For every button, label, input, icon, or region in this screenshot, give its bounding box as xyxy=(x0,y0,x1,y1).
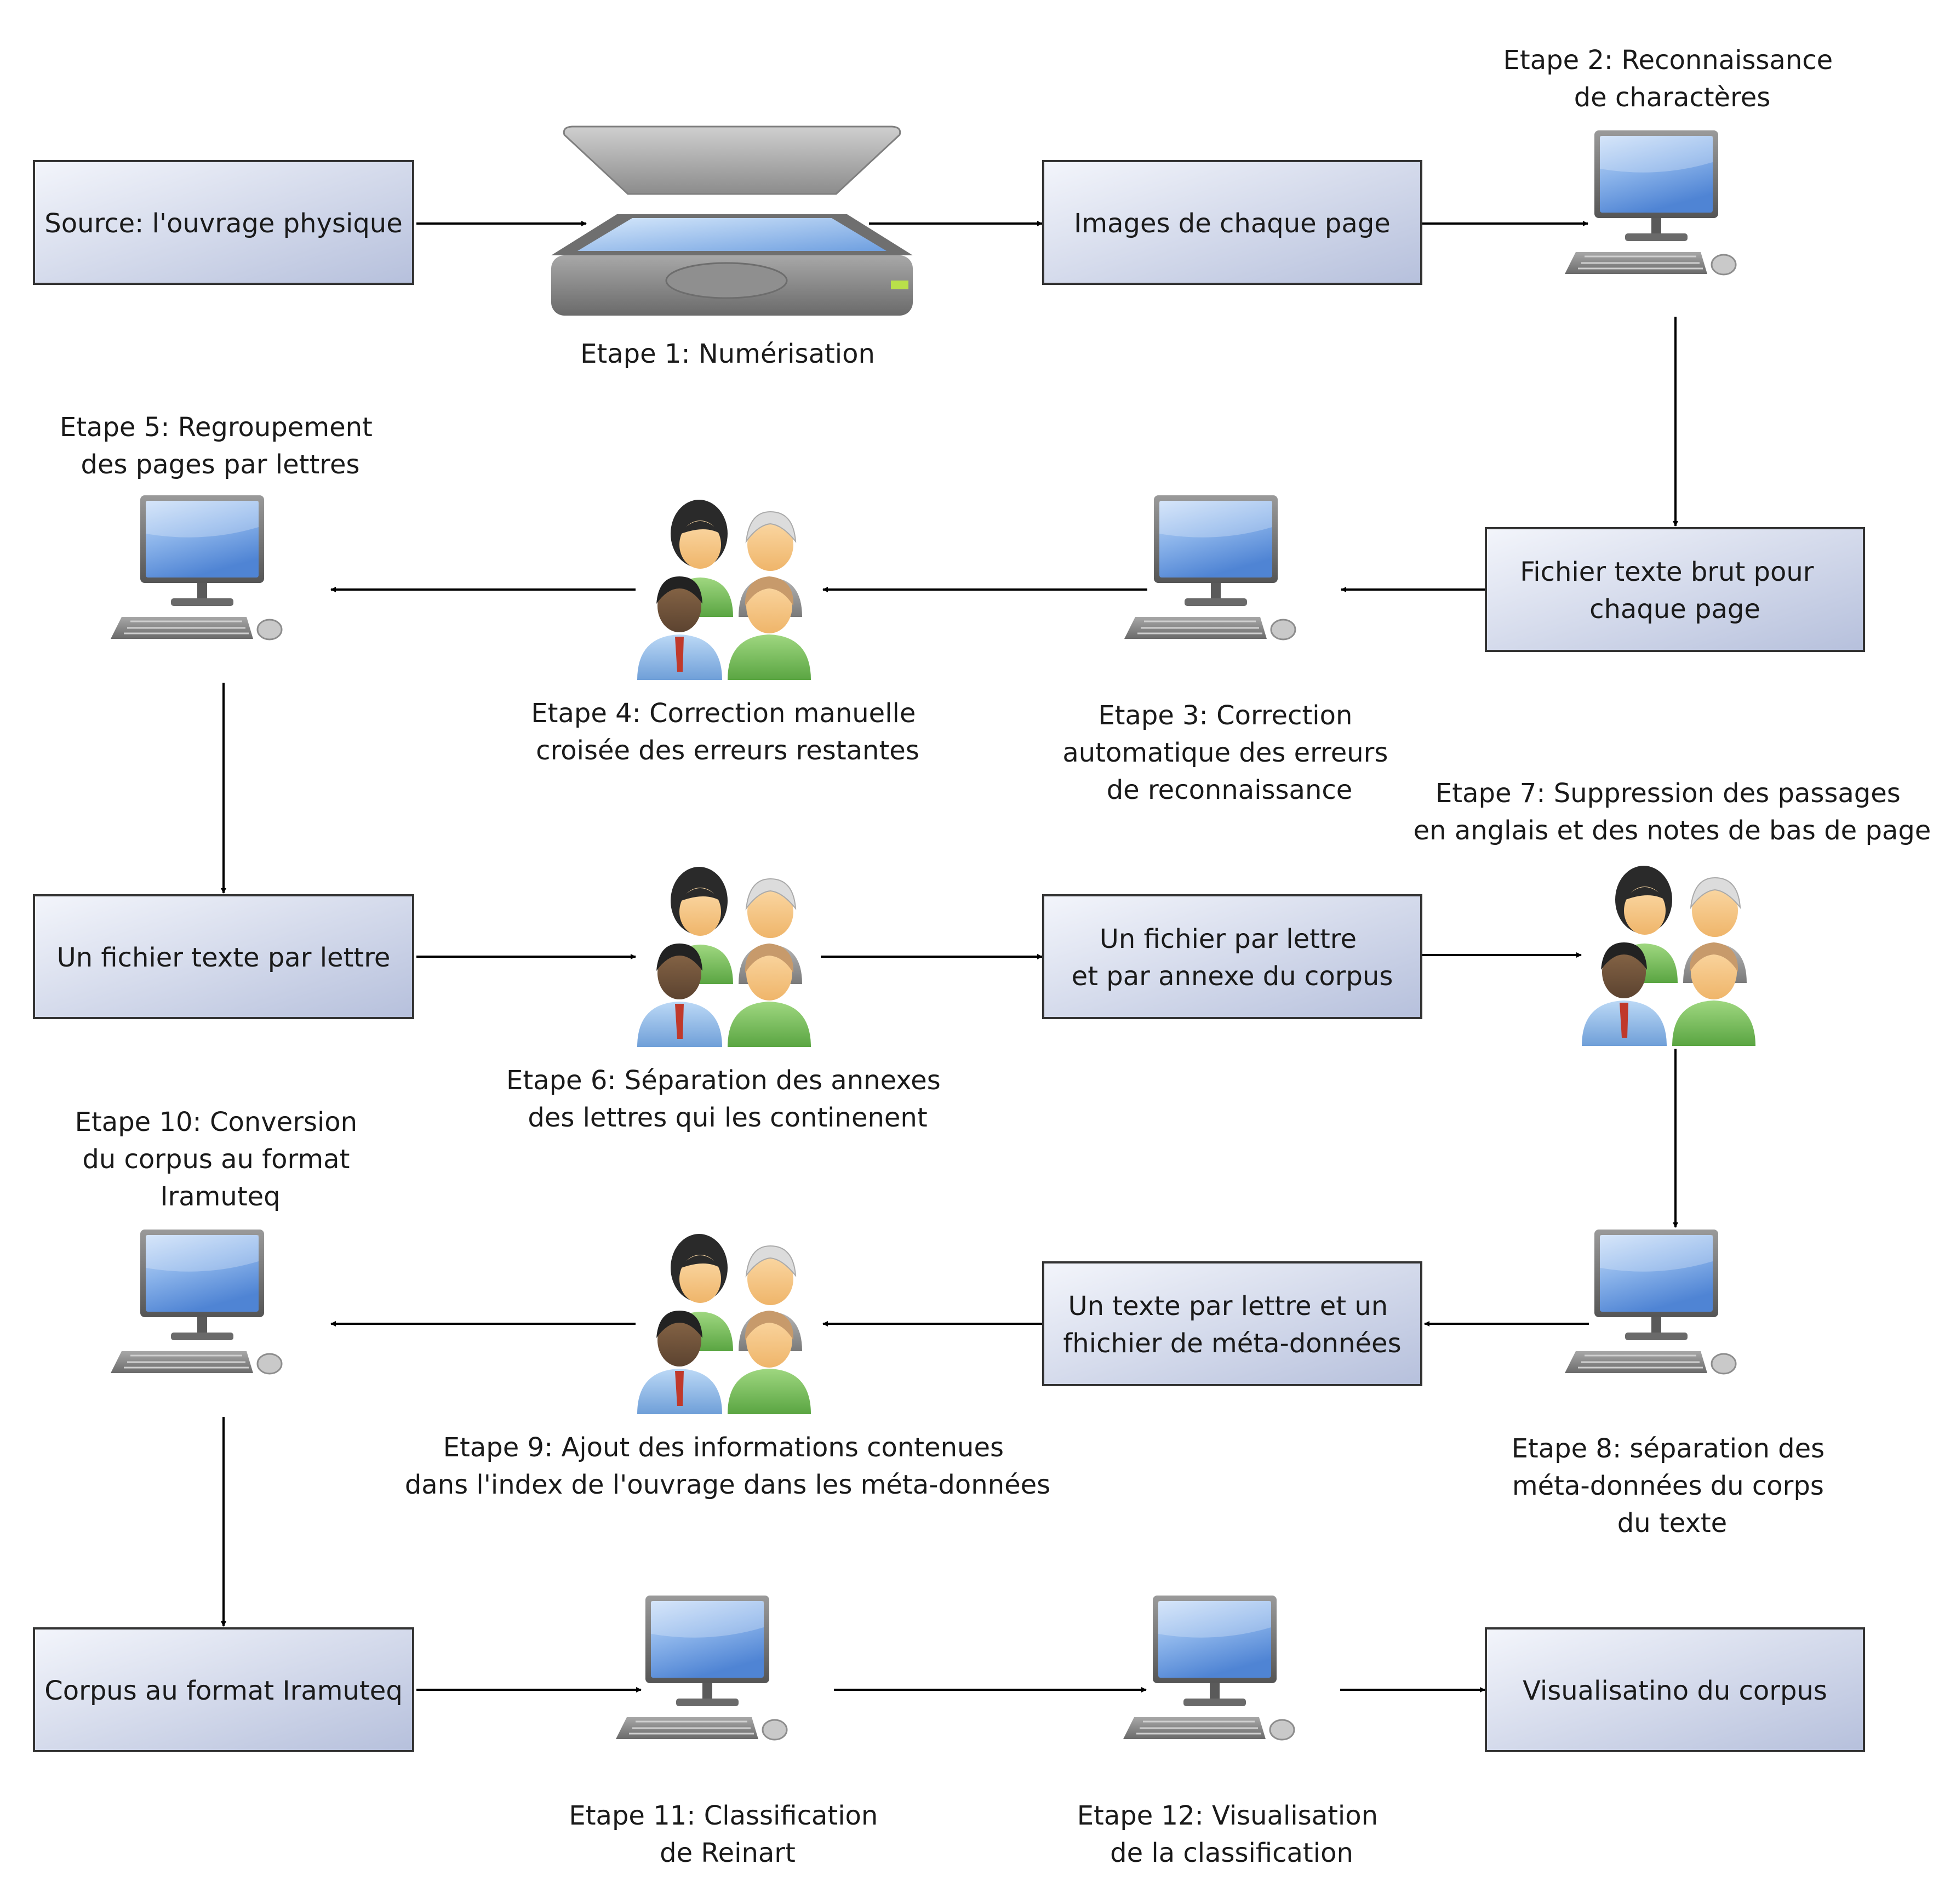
box-fichier-brut-line-2: chaque page xyxy=(1589,594,1760,625)
label-etape2: Etape 2: Reconnaissance de charactères xyxy=(1503,45,1841,113)
label-etape5: Etape 5: Regroupement des pages par lett… xyxy=(60,412,381,480)
computer-icon-etape8 xyxy=(1564,1228,1737,1375)
arrows xyxy=(221,221,1678,1693)
computer-icon-etape3 xyxy=(1123,494,1296,641)
label-etape8-line-2: méta-données du corps xyxy=(1512,1471,1824,1501)
label-etape3-line-2: automatique des erreurs xyxy=(1062,737,1388,768)
box-texte-meta-line-1: Un texte par lettre et un xyxy=(1068,1291,1388,1322)
label-etape7-line-1: Etape 7: Suppression des passages xyxy=(1435,778,1901,809)
label-etape6-line-2: des lettres qui les continenent xyxy=(528,1102,927,1133)
svg-text:Fichier texte brut pour: Fichier texte brut pour chaque page xyxy=(1520,557,1822,625)
svg-text:Source: l'ouvrage physique: Source: l'ouvrage physique xyxy=(44,208,402,239)
label-etape5-line-2: des pages par lettres xyxy=(81,449,359,480)
label-etape10-line-2: du corpus au format xyxy=(82,1144,350,1175)
label-etape1: Etape 1: Numérisation xyxy=(580,339,875,369)
people-group-icon-etape4 xyxy=(637,499,811,681)
scanner-icon xyxy=(550,125,914,317)
label-etape2-line-2: de charactères xyxy=(1574,82,1771,113)
label-etape7: Etape 7: Suppression des passages en ang… xyxy=(1414,778,1931,846)
computer-icon-etape12 xyxy=(1122,1594,1295,1741)
box-fichier-brut-line-1: Fichier texte brut pour xyxy=(1520,557,1814,587)
box-fichier-annexe-line-2: et par annexe du corpus xyxy=(1072,961,1393,992)
label-etape10-line-1: Etape 10: Conversion xyxy=(75,1107,357,1137)
computer-icon-etape5 xyxy=(110,494,283,641)
label-etape8-line-1: Etape 8: séparation des xyxy=(1512,1433,1825,1464)
label-etape1-line-1: Etape 1: Numérisation xyxy=(580,339,875,369)
box-fichier-annexe: Un fichier par lettre et par annexe du c… xyxy=(1042,894,1422,1019)
label-etape9-line-1: Etape 9: Ajout des informations contenue… xyxy=(443,1432,1004,1463)
box-source-line-1: Source: l'ouvrage physique xyxy=(44,208,402,239)
label-etape9-line-2: dans l'index de l'ouvrage dans les méta-… xyxy=(405,1470,1050,1500)
label-etape9: Etape 9: Ajout des informations contenue… xyxy=(405,1432,1050,1500)
label-etape3-line-1: Etape 3: Correction xyxy=(1098,700,1352,731)
label-etape4-line-2: croisée des erreurs restantes xyxy=(536,735,919,766)
label-etape11: Etape 11: Classification de Reinart xyxy=(569,1800,886,1868)
svg-text:Un fichier par lettre et: Un fichier par lettre et par annexe du c… xyxy=(1072,924,1393,992)
people-group-icon-etape9 xyxy=(637,1233,811,1415)
box-images: Images de chaque page xyxy=(1042,160,1422,285)
box-source: Source: l'ouvrage physique xyxy=(33,160,414,285)
label-etape3-line-3: de reconnaissance xyxy=(1107,775,1353,805)
box-corpus-iramuteq: Corpus au format Iramuteq xyxy=(33,1627,414,1752)
label-etape7-line-2: en anglais et des notes de bas de page xyxy=(1414,815,1931,846)
computer-icon-etape2 xyxy=(1564,129,1737,276)
box-images-line-1: Images de chaque page xyxy=(1074,208,1391,239)
label-etape6: Etape 6: Séparation des annexes des lett… xyxy=(506,1065,949,1133)
label-etape8: Etape 8: séparation des méta-données du … xyxy=(1512,1433,1833,1539)
computer-icon-etape10 xyxy=(110,1228,283,1375)
people-group-icon-etape6 xyxy=(637,866,811,1048)
svg-text:Images de chaque page: Images de chaque page xyxy=(1074,208,1391,239)
svg-text:Un fichier texte par lettre: Un fichier texte par lettre xyxy=(57,942,391,973)
label-etape4: Etape 4: Correction manuelle croisée des… xyxy=(531,698,924,766)
label-etape5-line-1: Etape 5: Regroupement xyxy=(60,412,373,443)
box-texte-meta: Un texte par lettre et un fhichier de mé… xyxy=(1042,1261,1422,1386)
box-visualisation: Visualisatino du corpus xyxy=(1485,1627,1865,1752)
svg-text:Visualisatino du corpus: Visualisatino du corpus xyxy=(1523,1676,1827,1706)
label-etape4-line-1: Etape 4: Correction manuelle xyxy=(531,698,916,729)
label-etape2-line-1: Etape 2: Reconnaissance xyxy=(1503,45,1833,76)
box-visualisation-line-1: Visualisatino du corpus xyxy=(1523,1676,1827,1706)
label-etape12: Etape 12: Visualisation de la classifica… xyxy=(1077,1800,1387,1868)
label-etape10: Etape 10: Conversion du corpus au format… xyxy=(75,1107,366,1212)
label-etape10-line-3: Iramuteq xyxy=(160,1181,280,1212)
box-fichier-annexe-line-1: Un fichier par lettre xyxy=(1100,924,1357,954)
computer-icon-etape11 xyxy=(615,1594,788,1741)
label-etape8-line-3: du texte xyxy=(1617,1508,1727,1539)
box-corpus-iramuteq-line-1: Corpus au format Iramuteq xyxy=(44,1676,403,1706)
label-etape12-line-1: Etape 12: Visualisation xyxy=(1077,1800,1378,1831)
people-group-icon-etape7 xyxy=(1581,865,1756,1047)
label-etape6-line-1: Etape 6: Séparation des annexes xyxy=(506,1065,941,1096)
svg-text:Un texte par lettre et un: Un texte par lettre et un fhichier de mé… xyxy=(1063,1291,1401,1359)
label-etape3: Etape 3: Correction automatique des erre… xyxy=(1062,700,1396,805)
box-texte-meta-line-2: fhichier de méta-données xyxy=(1063,1328,1401,1359)
label-etape11-line-2: de Reinart xyxy=(660,1838,796,1868)
box-fichier-brut: Fichier texte brut pour chaque page xyxy=(1485,527,1865,652)
svg-text:Corpus au format Iramuteq: Corpus au format Iramuteq xyxy=(44,1676,403,1706)
label-etape12-line-2: de la classification xyxy=(1110,1838,1353,1868)
label-etape11-line-1: Etape 11: Classification xyxy=(569,1800,878,1831)
box-fichier-lettre: Un fichier texte par lettre xyxy=(33,894,414,1019)
box-fichier-lettre-line-1: Un fichier texte par lettre xyxy=(57,942,391,973)
